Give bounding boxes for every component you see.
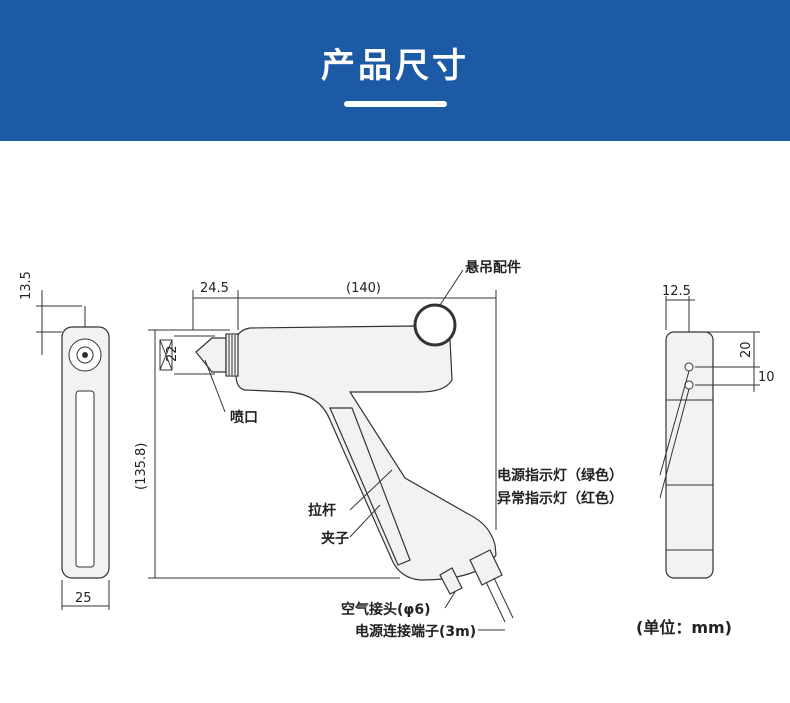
front-view: 13.5 25 bbox=[19, 271, 110, 610]
rear-view: 12.5 20 10 bbox=[659, 284, 775, 579]
label-green-led: 电源指示灯（绿色） bbox=[497, 467, 623, 484]
dim-25: 25 bbox=[75, 591, 92, 606]
dim-10: 10 bbox=[758, 370, 775, 385]
page-title: 产品尺寸 bbox=[321, 46, 469, 86]
label-lever: 拉杆 bbox=[308, 502, 336, 519]
dim-13-5: 13.5 bbox=[19, 271, 34, 300]
label-red-led: 异常指示灯（红色） bbox=[497, 490, 623, 507]
dim-12-5: 12.5 bbox=[662, 284, 691, 299]
label-clip: 夹子 bbox=[321, 530, 349, 547]
dim-22: 22 bbox=[165, 345, 180, 362]
label-hanger: 悬吊配件 bbox=[464, 259, 521, 276]
label-power-cable: 电源连接端子(3m) bbox=[355, 623, 476, 640]
dim-20: 20 bbox=[739, 341, 754, 358]
dim-135-8: (135.8) bbox=[134, 443, 149, 490]
side-view: 24.5 (140) (135.8) 22 bbox=[134, 269, 514, 631]
label-nozzle: 喷口 bbox=[230, 409, 258, 426]
unit-label: (单位：mm) bbox=[636, 618, 732, 637]
title-underline bbox=[344, 101, 447, 107]
label-air-joint: 空气接头(φ6) bbox=[341, 601, 431, 618]
dim-24-5: 24.5 bbox=[200, 281, 229, 296]
dim-140: (140) bbox=[346, 281, 381, 296]
header-banner: 产品尺寸 bbox=[0, 0, 790, 141]
